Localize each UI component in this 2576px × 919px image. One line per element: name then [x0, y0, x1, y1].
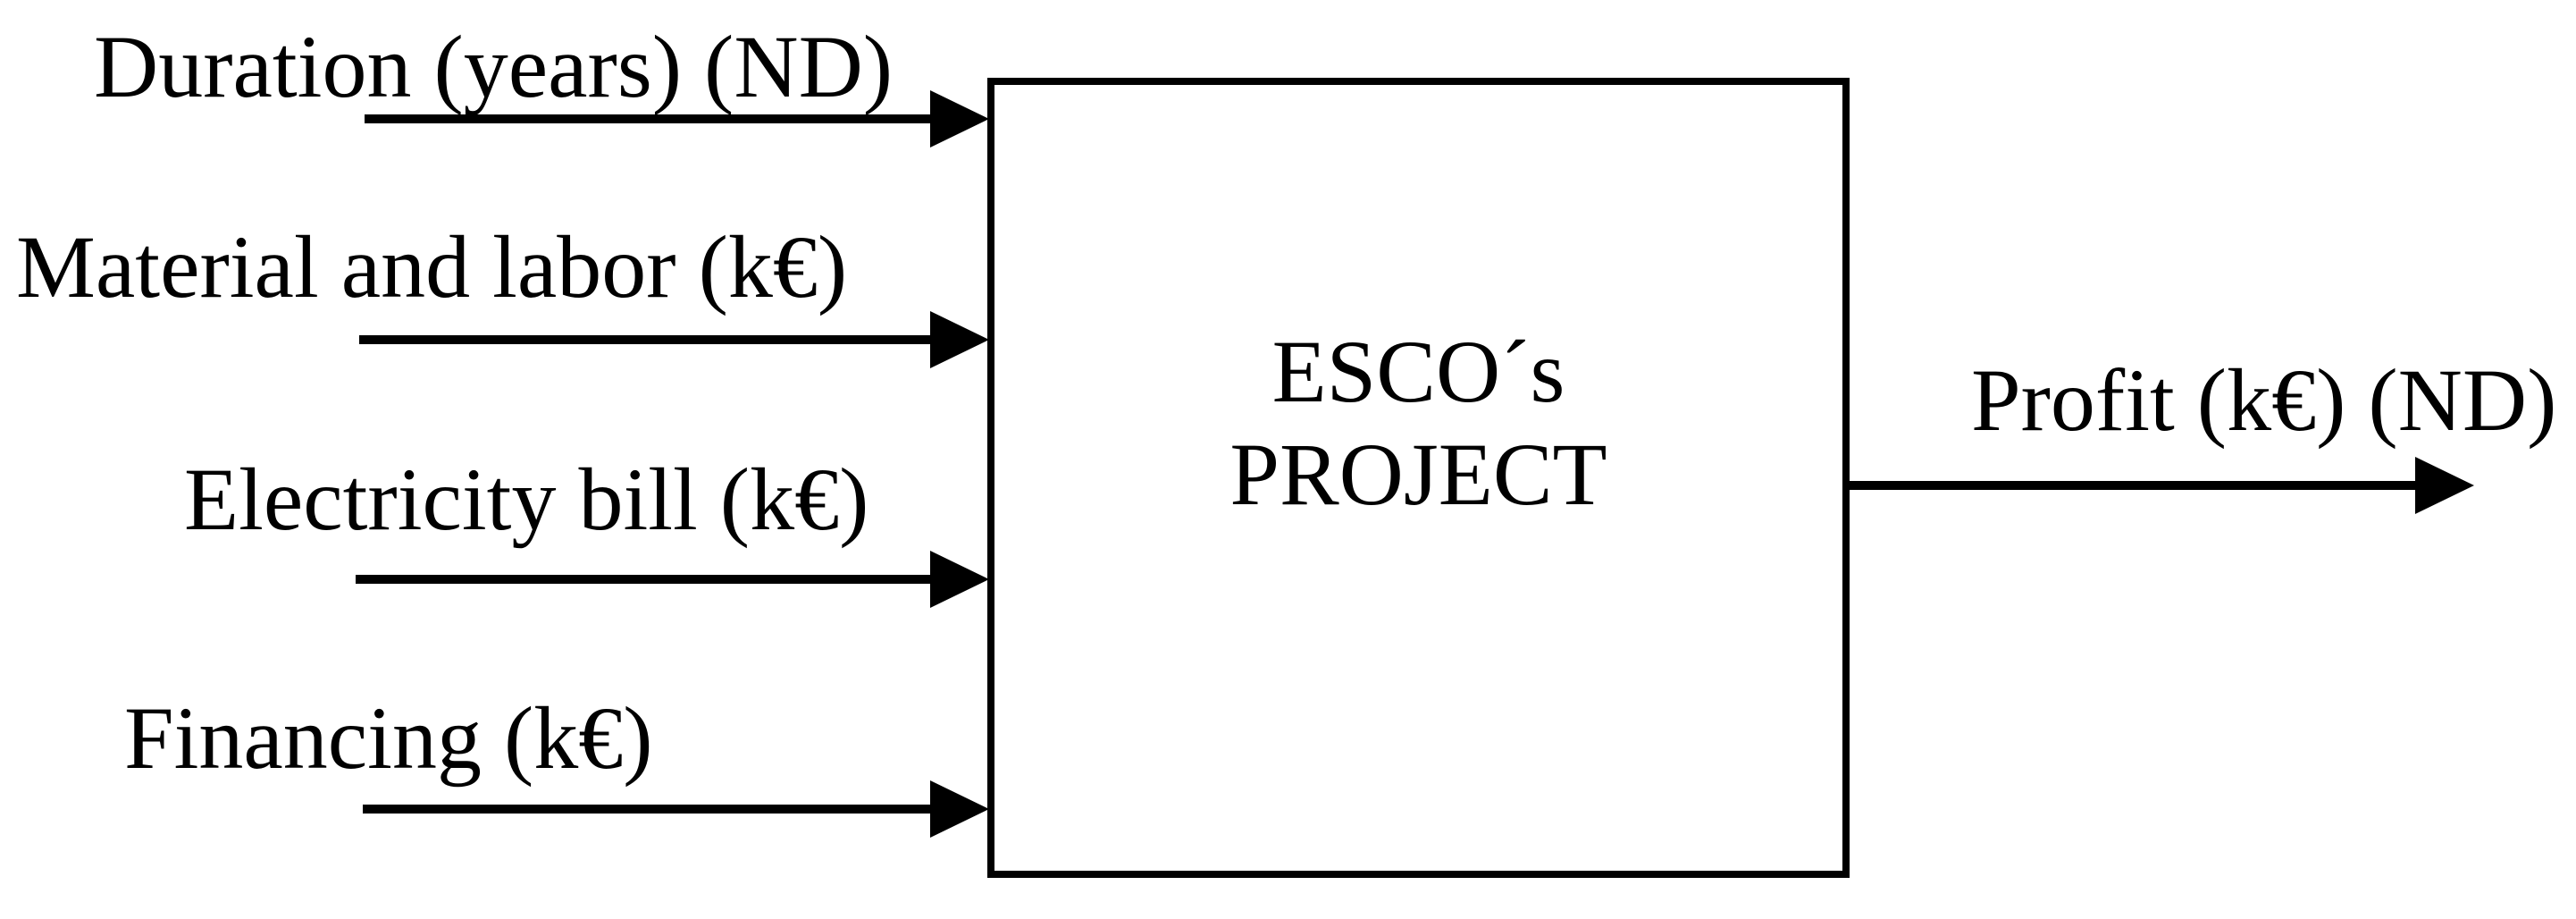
arrow-shaft	[356, 575, 936, 584]
input-label-material-and-labor: Material and labor (k€)	[16, 217, 848, 316]
esco-project-box-title: ESCO´s PROJECT	[987, 320, 1850, 526]
arrowhead-right-icon	[930, 90, 989, 148]
arrowhead-right-icon	[930, 311, 989, 368]
box-title-line-1: ESCO´s	[1271, 322, 1565, 421]
input-label-financing: Financing (k€)	[124, 688, 653, 788]
arrowhead-right-icon	[930, 551, 989, 608]
arrow-shaft	[365, 114, 936, 123]
arrowhead-right-icon	[930, 780, 989, 838]
output-label-profit: Profit (k€) (ND)	[1971, 350, 2557, 450]
arrowhead-right-icon	[2415, 457, 2474, 514]
arrow-shaft	[363, 805, 936, 814]
input-label-duration: Duration (years) (ND)	[94, 17, 894, 116]
arrow-shaft	[359, 335, 936, 344]
esco-project-box	[987, 78, 1850, 878]
input-label-electricity-bill: Electricity bill (k€)	[184, 450, 869, 549]
box-title-line-2: PROJECT	[1229, 425, 1607, 524]
arrow-shaft	[1850, 481, 2421, 490]
